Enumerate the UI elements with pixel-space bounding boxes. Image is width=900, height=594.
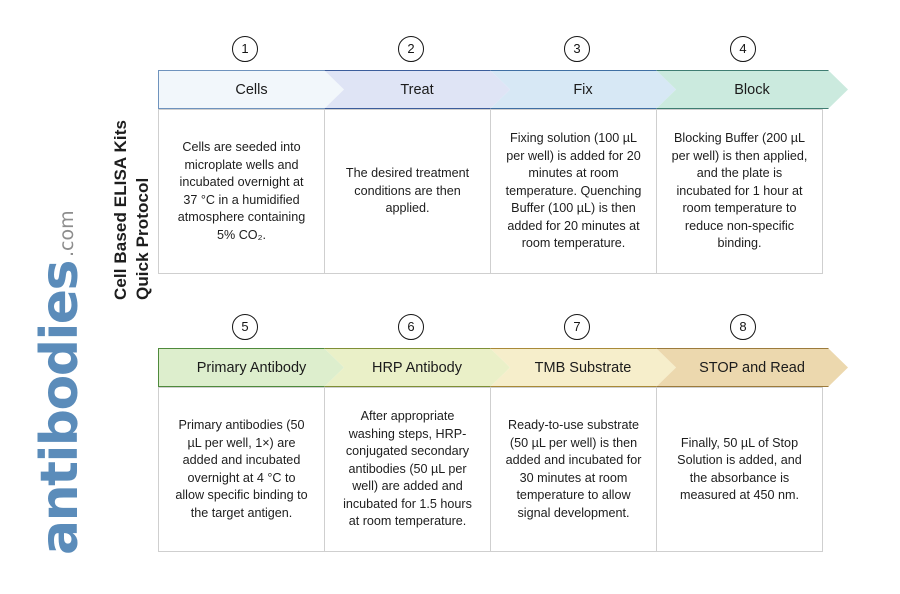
step-chevron-3[interactable]: Fix bbox=[490, 70, 676, 109]
step-description-cell-5: Primary antibodies (50 µL per well, 1×) … bbox=[158, 387, 325, 552]
step-description-cell-2: The desired treatment conditions are the… bbox=[324, 109, 491, 274]
step-description-cell-7: Ready-to-use substrate (50 µL per well) … bbox=[490, 387, 657, 552]
step-description-cell-3: Fixing solution (100 µL per well) is add… bbox=[490, 109, 657, 274]
step-chevron-5[interactable]: Primary Antibody bbox=[158, 348, 344, 387]
step-description-2: The desired treatment conditions are the… bbox=[345, 166, 470, 216]
step-number-1: 1 bbox=[232, 36, 258, 62]
step-number-2: 2 bbox=[398, 36, 424, 62]
step-description-cell-6: After appropriate washing steps, HRP-con… bbox=[324, 387, 491, 552]
step-title-6: HRP Antibody bbox=[371, 359, 462, 376]
step-description-7: Ready-to-use substrate (50 µL per well) … bbox=[505, 418, 642, 520]
step-description-6: After appropriate washing steps, HRP-con… bbox=[343, 409, 472, 529]
step-chevron-8[interactable]: STOP and Read bbox=[656, 348, 848, 387]
step-title-7: TMB Substrate bbox=[534, 359, 632, 376]
step-chevron-7[interactable]: TMB Substrate bbox=[490, 348, 676, 387]
step-description-3: Fixing solution (100 µL per well) is add… bbox=[505, 131, 642, 251]
step-number-strip-1: 1 2 3 4 bbox=[158, 32, 848, 70]
step-chevron-2[interactable]: Treat bbox=[324, 70, 510, 109]
step-number-4: 4 bbox=[730, 36, 756, 62]
step-title-5: Primary Antibody bbox=[196, 359, 307, 376]
step-chevron-1[interactable]: Cells bbox=[158, 70, 344, 109]
step-description-5: Primary antibodies (50 µL per well, 1×) … bbox=[175, 418, 308, 520]
step-description-8: Finally, 50 µL of Stop Solution is added… bbox=[677, 435, 802, 503]
step-chevron-6[interactable]: HRP Antibody bbox=[324, 348, 510, 387]
step-number-strip-2: 5 6 7 8 bbox=[158, 310, 848, 348]
step-description-cell-8: Finally, 50 µL of Stop Solution is added… bbox=[656, 387, 823, 552]
step-description-4: Blocking Buffer (200 µL per well) is the… bbox=[671, 131, 808, 251]
step-description-1: Cells are seeded into microplate wells a… bbox=[177, 140, 306, 242]
step-title-8: STOP and Read bbox=[699, 359, 805, 376]
step-chevron-4[interactable]: Block bbox=[656, 70, 848, 109]
step-title-4: Block bbox=[734, 81, 770, 98]
logo-wordmark: antibodies bbox=[30, 260, 90, 555]
description-band-2: Primary antibodies (50 µL per well, 1×) … bbox=[158, 387, 848, 552]
antibodies-logo: antibodies .com bbox=[30, 210, 90, 555]
step-number-6: 6 bbox=[398, 314, 424, 340]
step-number-8: 8 bbox=[730, 314, 756, 340]
step-number-7: 7 bbox=[564, 314, 590, 340]
protocol-row-2: 5 6 7 8 Primary Antibody HRP Antibody TM… bbox=[158, 310, 848, 552]
step-number-3: 3 bbox=[564, 36, 590, 62]
chevron-band-2: Primary Antibody HRP Antibody TMB Substr… bbox=[158, 348, 848, 387]
chevron-band-1: Cells Treat Fix Block bbox=[158, 70, 848, 109]
logo-tld: .com bbox=[56, 210, 78, 257]
protocol-row-1: 1 2 3 4 Cells Treat Fix Block Cells are … bbox=[158, 32, 848, 274]
step-number-5: 5 bbox=[232, 314, 258, 340]
step-description-cell-4: Blocking Buffer (200 µL per well) is the… bbox=[656, 109, 823, 274]
description-band-1: Cells are seeded into microplate wells a… bbox=[158, 109, 848, 274]
step-title-2: Treat bbox=[400, 81, 434, 98]
step-title-1: Cells bbox=[235, 81, 268, 98]
step-title-3: Fix bbox=[573, 81, 593, 98]
step-description-cell-1: Cells are seeded into microplate wells a… bbox=[158, 109, 325, 274]
